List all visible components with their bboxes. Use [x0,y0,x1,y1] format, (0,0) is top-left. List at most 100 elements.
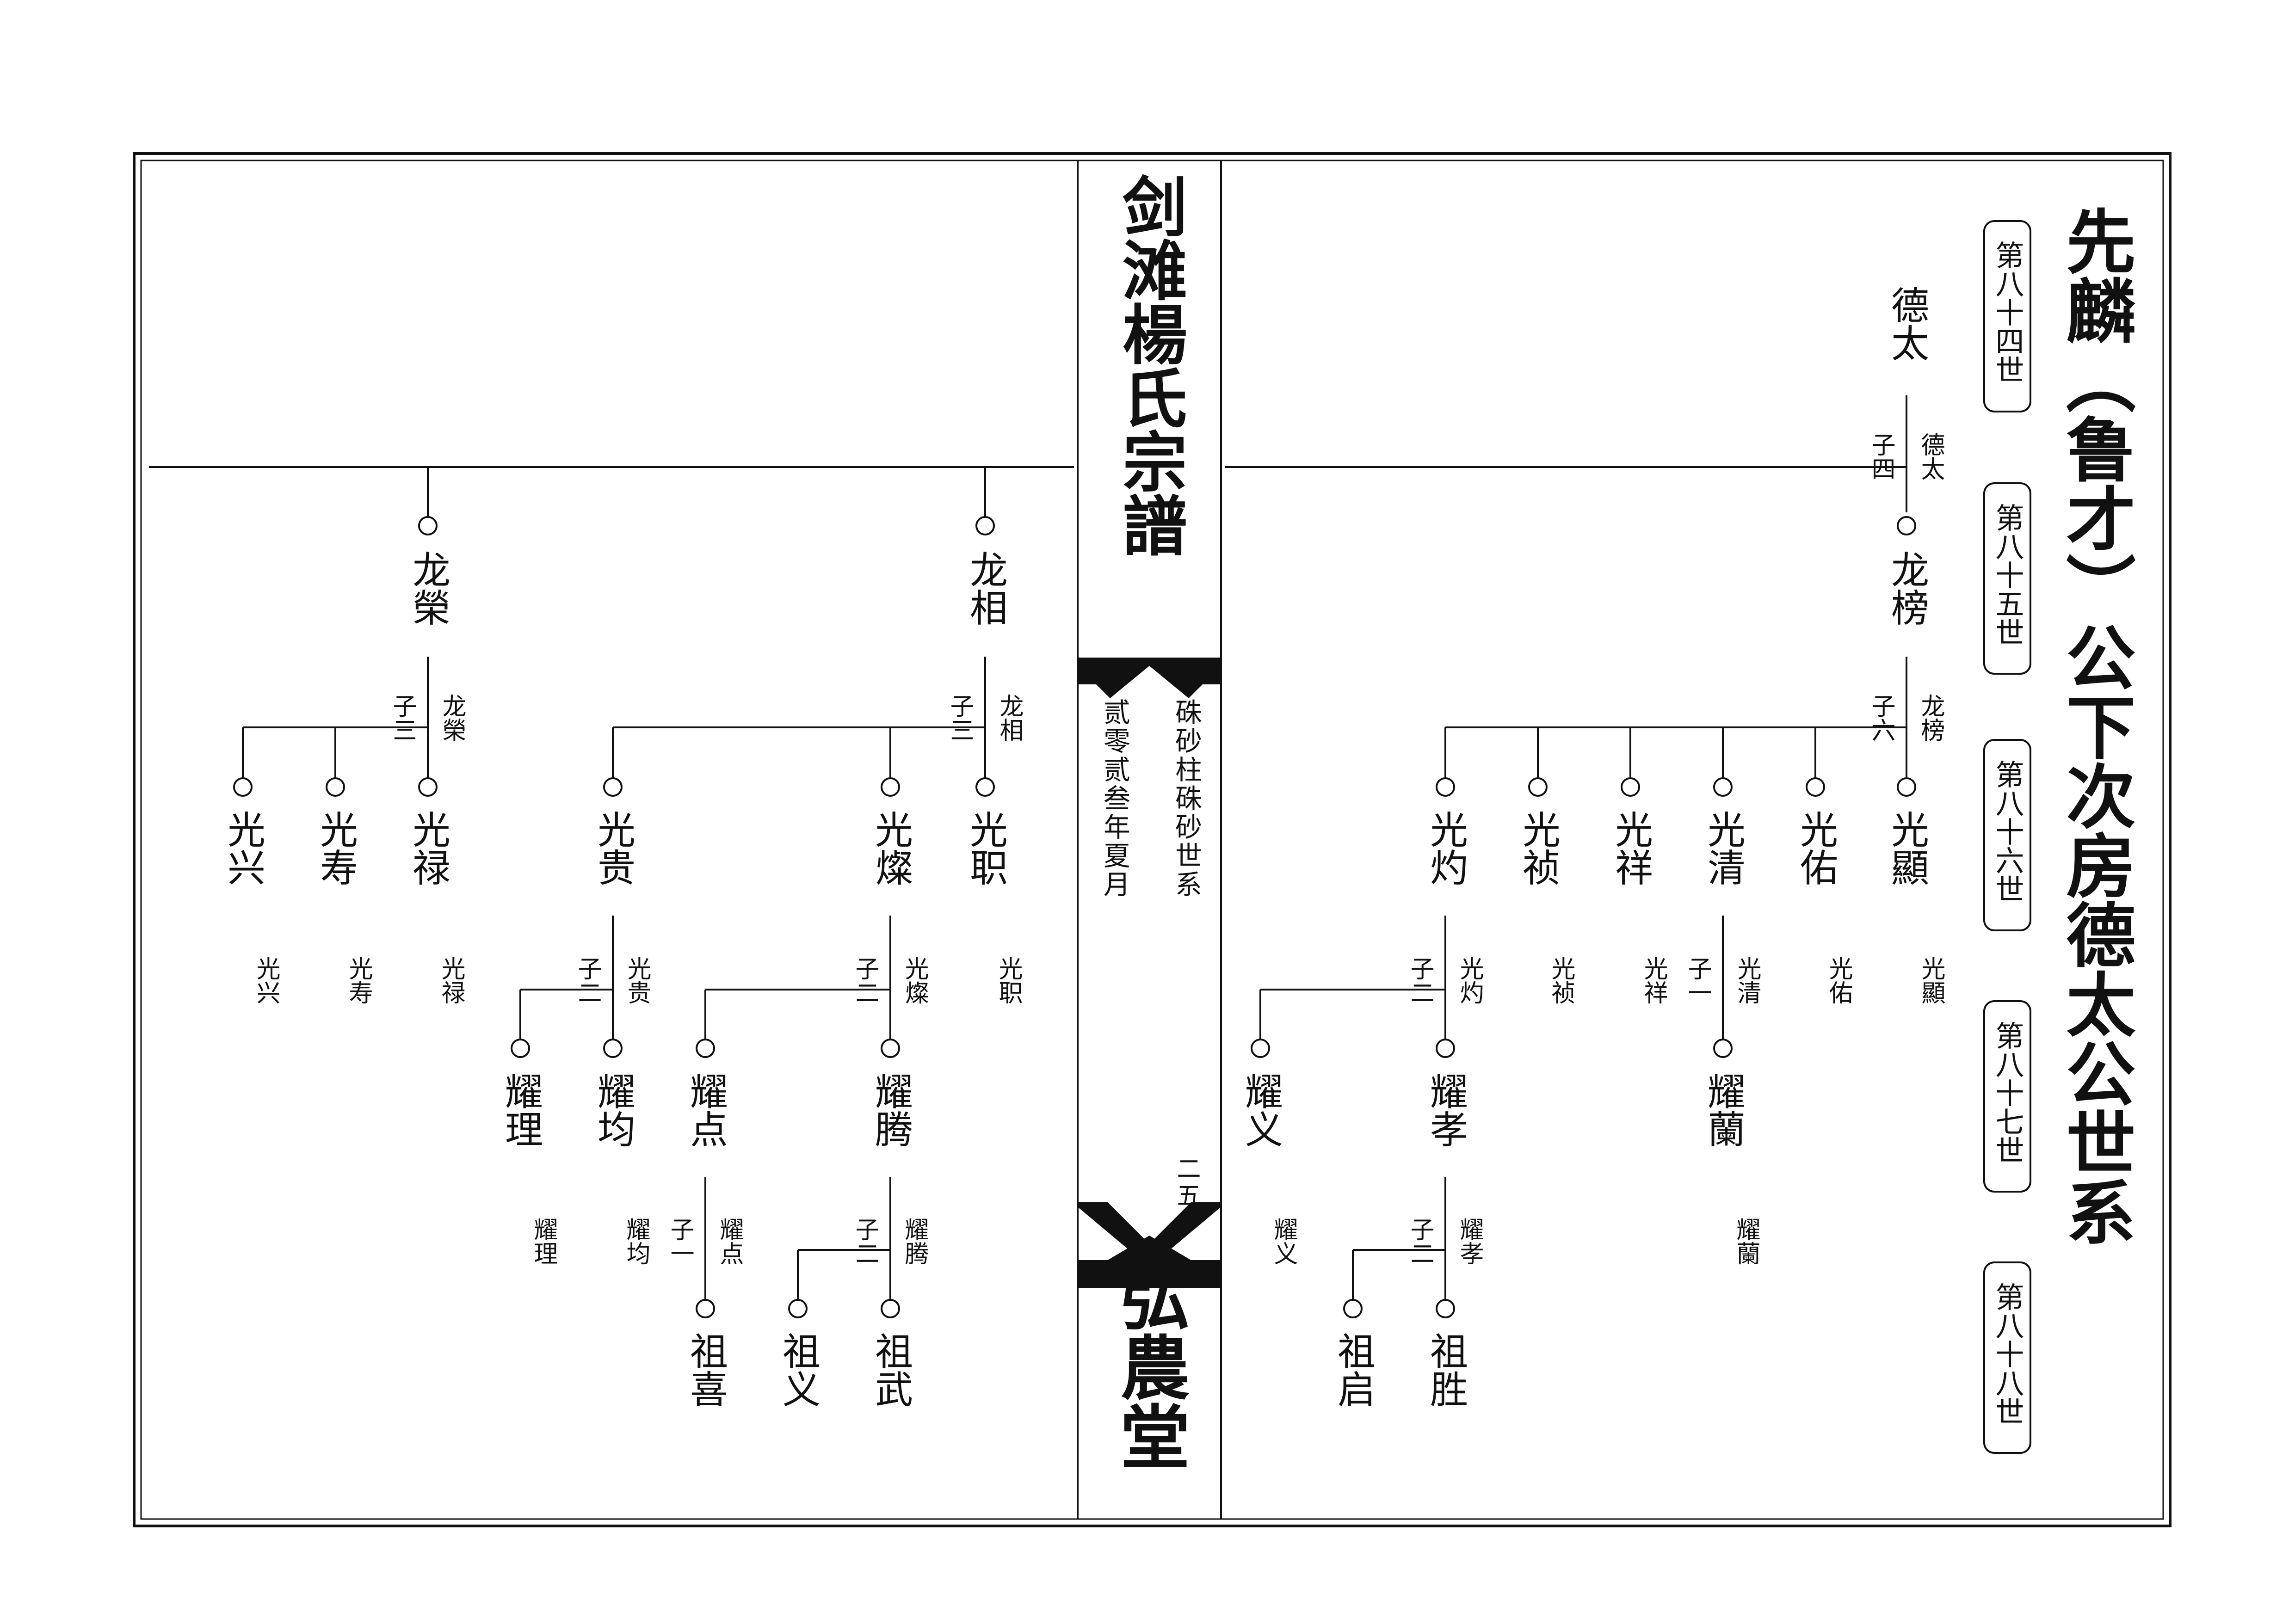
parent-annotation: 光燦 [901,956,928,1004]
generation-box [1983,220,2031,412]
generation-label: 第八十四世 [1991,240,2024,384]
son-count: 子一 [666,1217,694,1265]
node-marker [788,1299,808,1318]
node-marker [1897,516,1916,535]
node-marker [1621,777,1640,797]
person-name: 光佑 [1794,810,1838,886]
generation-box [1983,482,2031,675]
node-marker [881,1039,900,1058]
generation-label: 第八十六世 [1991,760,2024,903]
parent-annotation: 德太 [1917,432,1944,480]
childless-annotation: 光祯 [1547,956,1575,1004]
node-marker [326,777,345,797]
person-name: 光灼 [1424,810,1468,886]
childless-annotation: 光顯 [1917,956,1945,1004]
spine-lineage: 硃砂柱硃砂世系 [1171,698,1202,899]
person-name: 光寿 [314,810,358,886]
son-count: 子二 [851,956,879,1004]
page-title: 先麟（鲁才）公下次房德太公世系 [2054,206,2136,1246]
book-title: 剑滩楊氏宗譜 [1111,173,1187,556]
parent-annotation: 光灼 [1456,956,1483,1004]
node-marker [603,1039,623,1058]
node-marker [1436,1039,1455,1058]
inner-frame [140,160,2164,1520]
son-count: 子二 [1406,1217,1434,1265]
spine: 剑滩楊氏宗譜 硃砂柱硃砂世系 贰零贰叁年夏月 二五 弘農堂 [1077,160,1222,1519]
node-marker [511,1039,530,1058]
generation-box [1983,739,2031,931]
person-name: 耀义 [1239,1072,1283,1148]
son-count: 子四 [1867,432,1895,480]
childless-annotation: 耀蘭 [1732,1217,1760,1265]
generation-label: 第八十八世 [1991,1282,2024,1426]
person-name: 耀理 [499,1072,543,1148]
person-name: 龙榜 [1885,550,1929,626]
spine-ornament-top-band [1078,658,1221,684]
node-marker [1713,777,1733,797]
person-name: 耀蘭 [1701,1072,1745,1148]
son-count: 子三 [946,694,974,742]
node-marker [418,516,438,535]
parent-annotation: 龙相 [995,694,1023,742]
person-name: 祖启 [1331,1332,1375,1408]
son-count: 子一 [1684,956,1711,1004]
person-name: 祖义 [776,1332,820,1408]
parent-annotation: 龙榜 [1917,694,1944,742]
person-name: 耀孝 [1424,1072,1468,1148]
parent-annotation: 龙榮 [438,694,466,742]
childless-annotation: 光祥 [1640,956,1667,1004]
node-marker [1528,777,1548,797]
person-name: 祖胜 [1424,1332,1468,1408]
person-name: 耀均 [591,1072,635,1148]
person-name: 耀点 [684,1072,728,1148]
childless-annotation: 耀义 [1270,1217,1297,1265]
generation-labels: 第八十四世 第八十五世 第八十六世 第八十七世 第八十八世 [1983,220,2031,1454]
node-marker [696,1039,715,1058]
person-name: 光祥 [1609,810,1653,886]
spine-date: 贰零贰叁年夏月 [1099,698,1130,899]
node-marker [1713,1039,1733,1058]
node-marker [418,777,438,797]
childless-annotation: 光寿 [345,956,372,1004]
person-name: 祖武 [869,1332,913,1408]
node-marker [603,777,623,797]
person-name: 光贵 [591,810,635,886]
page-number: 二五 [1172,1156,1200,1210]
son-count: 子六 [1867,694,1895,742]
generation-label: 第八十五世 [1991,503,2024,646]
parent-annotation: 耀腾 [901,1217,928,1265]
parent-annotation: 光贵 [623,956,651,1004]
node-marker [1251,1039,1270,1058]
person-name: 龙榮 [406,550,450,626]
son-count: 子二 [574,956,601,1004]
person-name: 光祯 [1516,810,1560,886]
root-name: 德太 [1885,286,1929,362]
node-marker [233,777,253,797]
node-marker [1897,777,1916,797]
person-name: 光禄 [406,810,450,886]
generation-box [1983,1000,2031,1193]
childless-annotation: 耀均 [622,1217,650,1265]
childless-annotation: 光兴 [252,956,280,1004]
hall-name: 弘農堂 [1109,1262,1190,1470]
node-marker [975,777,995,797]
node-marker [975,516,995,535]
parent-annotation: 耀点 [716,1217,743,1265]
childless-annotation: 光职 [994,956,1022,1004]
node-marker [1343,1299,1363,1318]
son-count: 子三 [389,694,416,742]
family-tree: 德太子四龙榜龙相龙榮龙榜子六光顯光佑光清光祥光祯光灼龙相子三光职光燦光贵龙榮子三… [149,395,1945,1408]
childless-annotation: 光禄 [437,956,465,1004]
person-name: 光职 [963,810,1007,886]
generation-label: 第八十七世 [1991,1021,2024,1164]
childless-annotation: 耀理 [530,1217,557,1265]
node-marker [1436,1299,1455,1318]
person-name: 龙相 [963,550,1007,626]
person-name: 光清 [1701,810,1745,886]
node-marker [1436,777,1455,797]
parent-annotation: 光清 [1733,956,1761,1004]
person-name: 祖喜 [684,1332,728,1408]
generation-box [1983,1261,2031,1454]
